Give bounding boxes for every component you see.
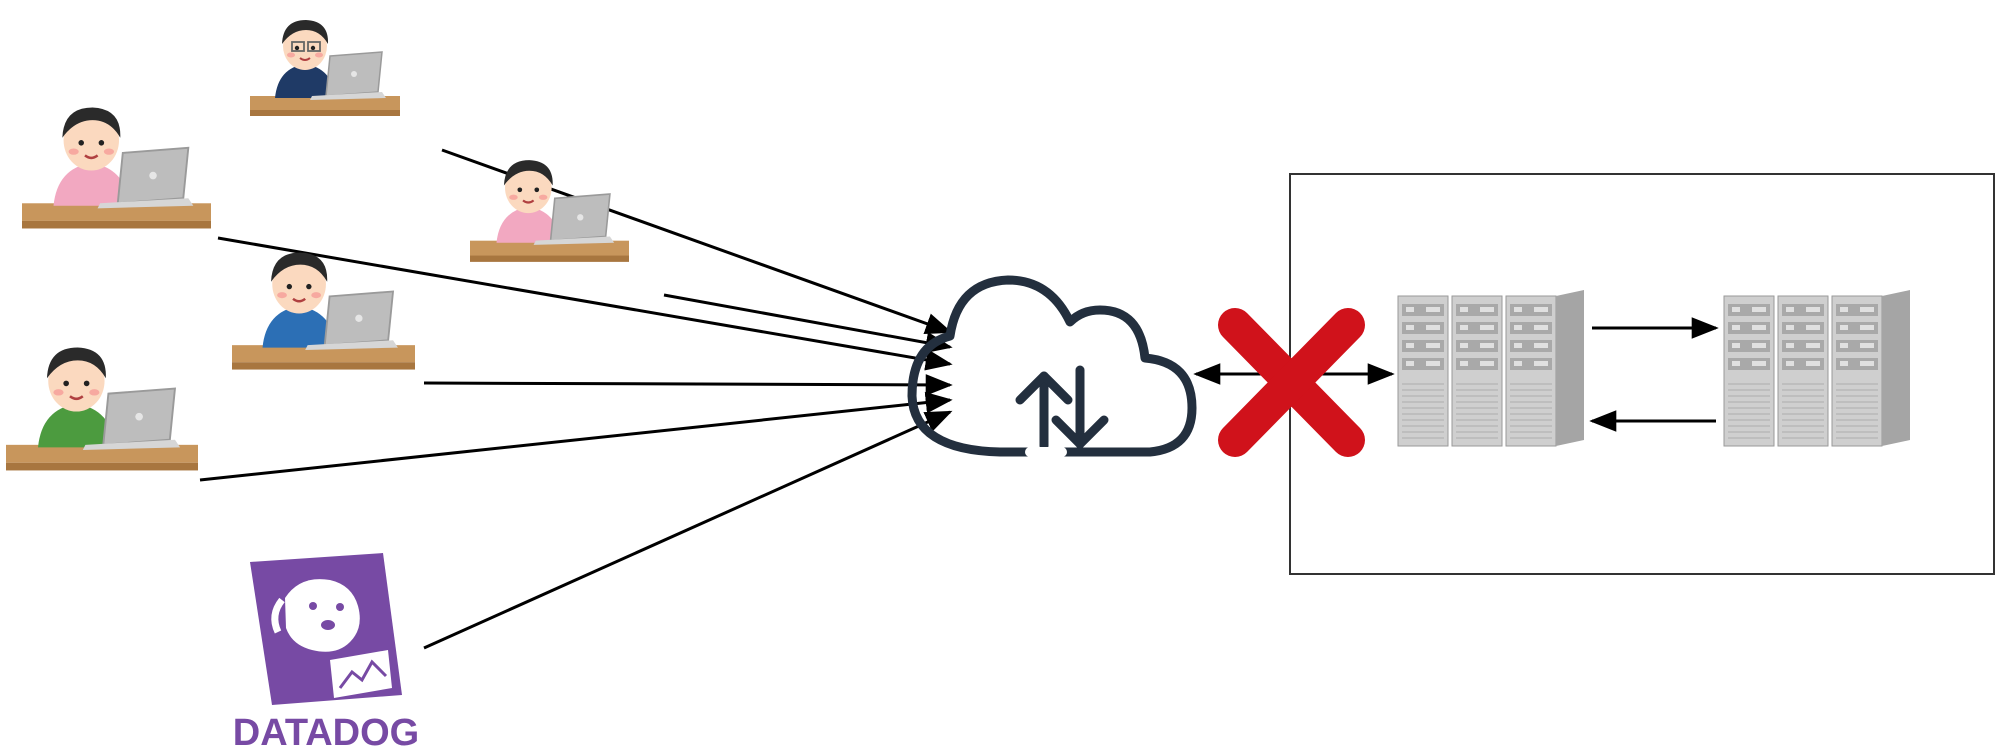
connection-line [423, 374, 953, 396]
person-laptop-icon [249, 19, 401, 117]
datadog-logo: DATADOG [233, 553, 419, 747]
client-connections [199, 148, 953, 650]
connection-line [663, 293, 953, 354]
datadog-wordmark: DATADOG [233, 712, 419, 747]
person-laptop-icon [20, 106, 213, 230]
person-laptop-icon [230, 251, 417, 371]
server-rack-icon [1724, 290, 1910, 446]
user-center-man [230, 251, 417, 371]
server-rack-secondary [1724, 290, 1910, 446]
connection-line [199, 391, 953, 482]
connection-line [423, 410, 953, 650]
server-rack-primary [1398, 290, 1584, 446]
cross-icon [1218, 308, 1365, 457]
user-top-glasses [249, 19, 401, 117]
connection-line [217, 236, 953, 371]
person-laptop-icon [468, 159, 631, 263]
server-rack-icon [1398, 290, 1584, 446]
cloud-updown-icon [907, 275, 1197, 457]
user-bottom-man [4, 346, 200, 472]
user-left-woman [20, 106, 213, 230]
user-middle-woman [468, 159, 631, 263]
person-laptop-icon [4, 346, 200, 472]
